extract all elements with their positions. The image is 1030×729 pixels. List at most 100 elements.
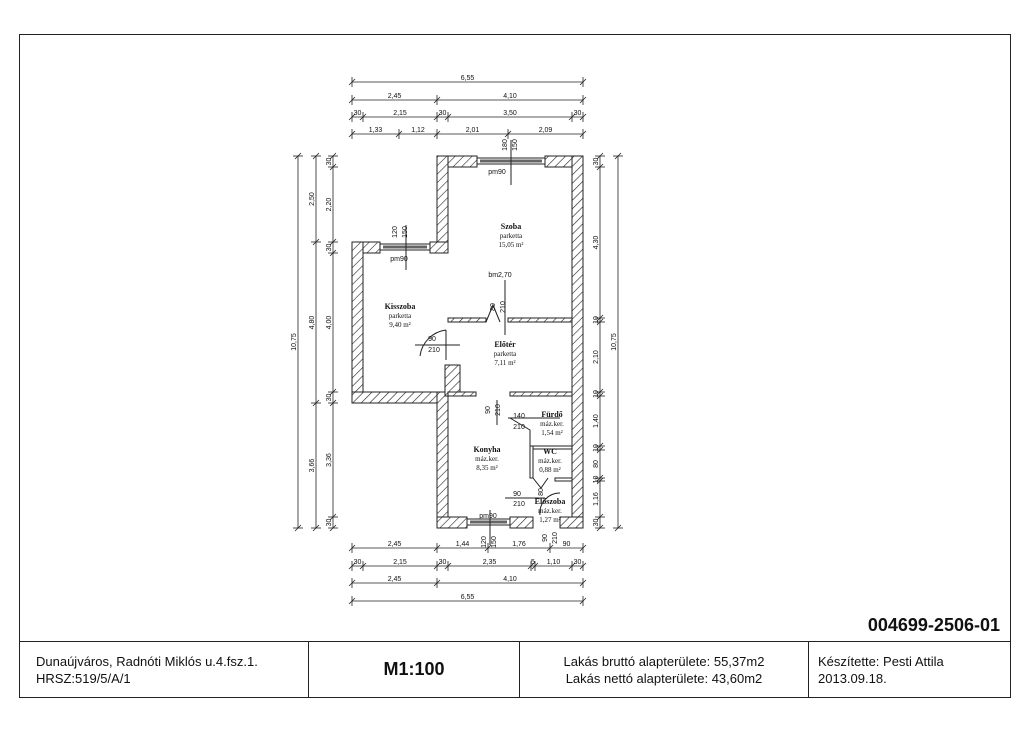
address-line: Dunaújváros, Radnóti Miklós u.4.fsz.1. — [36, 653, 258, 669]
dimension-label: 30 — [326, 394, 333, 402]
room-area: 7,11 m² — [494, 359, 515, 367]
wall — [529, 445, 534, 479]
dimension-tick — [348, 579, 356, 587]
door-swing — [509, 417, 531, 446]
dimension-label: 10 — [593, 476, 600, 484]
walls — [351, 155, 584, 529]
door-swings — [405, 140, 561, 545]
door-swing — [485, 303, 501, 323]
dimension-tick — [312, 524, 320, 532]
date: 2013.09.18. — [818, 670, 887, 686]
opening-label: 90 — [513, 491, 521, 498]
dimension-tick — [294, 524, 302, 532]
dimension-tick — [579, 96, 587, 104]
dimension-chain: 10,75 — [291, 152, 303, 532]
dimension-tick — [433, 544, 441, 552]
wall — [509, 391, 573, 397]
dimension-tick — [579, 130, 587, 138]
dimension-label: 1,12 — [411, 127, 425, 134]
room-area: 1,27 m² — [539, 516, 561, 524]
opening-label: 180 — [502, 139, 509, 151]
room-floor: parketta — [500, 232, 523, 240]
dimension-label: 30 — [326, 158, 333, 166]
dimension-tick — [596, 163, 604, 171]
area-cell: Lakás bruttó alapterülete: 55,37m2 Lakás… — [520, 641, 808, 698]
dimension-tick — [312, 238, 320, 246]
room-name: Kisszoba — [385, 302, 416, 311]
dimension-tick — [568, 562, 576, 570]
wall — [447, 317, 487, 323]
room-name: Fürdő — [541, 410, 562, 419]
dimension-label: 1,33 — [369, 127, 383, 134]
dimension-tick — [596, 524, 604, 532]
dimension-label: 2,20 — [326, 198, 333, 212]
dimension-label: 6,55 — [461, 594, 475, 601]
dimension-tick — [329, 249, 337, 257]
dimension-label: 30 — [574, 559, 582, 566]
dimension-tick — [348, 113, 356, 121]
address-cell: Dunaújváros, Radnóti Miklós u.4.fsz.1. H… — [36, 641, 306, 698]
dimension-label: 10,75 — [611, 333, 618, 351]
dimension-label: 1,40 — [593, 414, 600, 428]
dimension-label: 2,15 — [393, 559, 407, 566]
room-name: Előtér — [494, 340, 516, 349]
dimension-tick — [329, 524, 337, 532]
opening-label: bm2,70 — [488, 272, 511, 279]
dimension-label: 30 — [574, 110, 582, 117]
opening-label: 150 — [402, 226, 409, 238]
dimension-tick — [596, 477, 604, 485]
dimension-tick — [433, 130, 441, 138]
dimension-label: 3,66 — [309, 459, 316, 473]
opening-label: 80 — [490, 303, 497, 311]
dimension-tick — [348, 562, 356, 570]
dimension-label: 4,80 — [309, 316, 316, 330]
room-area: 1,54 m² — [541, 429, 563, 437]
wall — [436, 391, 449, 529]
dimension-tick — [579, 544, 587, 552]
opening-label: 210 — [513, 424, 525, 431]
dimension-label: 10 — [593, 390, 600, 398]
dimension-tick — [579, 579, 587, 587]
opening-label: 210 — [513, 501, 525, 508]
dimension-tick — [596, 513, 604, 521]
dimension-label: 2,45 — [388, 93, 402, 100]
dimension-label: 90 — [563, 541, 571, 548]
dimension-tick — [579, 597, 587, 605]
dimension-tick — [596, 318, 604, 326]
room-area: 15,05 m² — [498, 241, 523, 249]
door-swing — [532, 477, 549, 489]
opening-label: 210 — [552, 532, 559, 544]
opening-label: 210 — [428, 347, 440, 354]
room-area: 8,35 m² — [476, 464, 498, 472]
dimension-tick — [348, 597, 356, 605]
dimension-label: 1,76 — [512, 541, 526, 548]
room-area: 0,88 m² — [539, 466, 561, 474]
dimension-label: 10,75 — [291, 333, 298, 351]
dimension-tick — [579, 562, 587, 570]
dimension-chain: 6,55 — [348, 75, 587, 87]
wall — [436, 155, 449, 254]
dimension-tick — [596, 392, 604, 400]
door-swing — [539, 492, 561, 516]
dimension-label: 2,01 — [466, 127, 480, 134]
scale: M1:100 — [383, 659, 445, 679]
dimension-tick — [596, 446, 604, 454]
room-name: Konyha — [473, 445, 500, 454]
dimension-tick — [359, 113, 367, 121]
dimension-label: 4,30 — [593, 236, 600, 250]
dimension-label: 2,45 — [388, 576, 402, 583]
author: Készítette: Pesti Attila — [818, 653, 944, 669]
wall — [507, 317, 573, 323]
dimension-label: 30 — [593, 158, 600, 166]
dimension-label: 30 — [593, 519, 600, 527]
author-cell: Készítette: Pesti Attila 2013.09.18. — [818, 641, 1008, 698]
dimension-tick — [433, 562, 441, 570]
opening-label: 90 — [485, 406, 492, 414]
wall — [351, 241, 364, 404]
windows — [379, 157, 546, 526]
